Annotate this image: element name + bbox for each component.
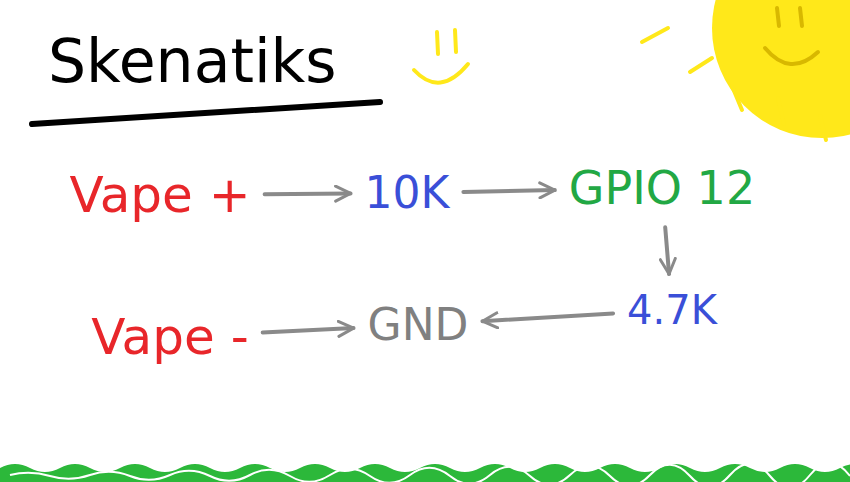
- wire-arrow: [463, 190, 554, 192]
- wire-arrow: [263, 328, 354, 332]
- sun-ray: [642, 28, 668, 42]
- smiley-mouth: [414, 64, 468, 83]
- sun-ray: [820, 116, 826, 140]
- sun-ray: [690, 58, 712, 72]
- smiley: [414, 30, 468, 83]
- title-underline: [32, 102, 380, 124]
- component-text: GPIO 12: [569, 163, 755, 214]
- component-label: 10K: [361, 165, 454, 221]
- component-label: GPIO 12: [565, 159, 759, 218]
- component-label: Vape +: [65, 164, 254, 227]
- title: Skenatiks: [48, 28, 337, 94]
- wire-arrow: [265, 191, 351, 196]
- sun: [642, 0, 850, 140]
- component-label: 4.7K: [623, 284, 721, 336]
- smiley-eye: [455, 30, 456, 52]
- component-text: GND: [368, 301, 469, 349]
- grass-squiggle: [10, 463, 850, 482]
- smiley-eye: [437, 32, 438, 54]
- wire-arrow: [482, 313, 613, 321]
- component-text: Vape +: [69, 168, 250, 223]
- component-text: 4.7K: [627, 288, 717, 332]
- sun-smile: [765, 48, 818, 64]
- sun-disc: [712, 0, 850, 138]
- component-label: GND: [364, 297, 473, 353]
- component-label: Vape -: [87, 306, 252, 369]
- component-text: 10K: [365, 169, 450, 217]
- wire-arrow: [665, 227, 669, 274]
- grass: [0, 464, 850, 482]
- sun-eye: [777, 8, 779, 26]
- sun-ray: [732, 86, 742, 110]
- sun-ray: [778, 98, 784, 124]
- component-text: Vape -: [91, 310, 248, 365]
- sun-eye: [800, 8, 802, 26]
